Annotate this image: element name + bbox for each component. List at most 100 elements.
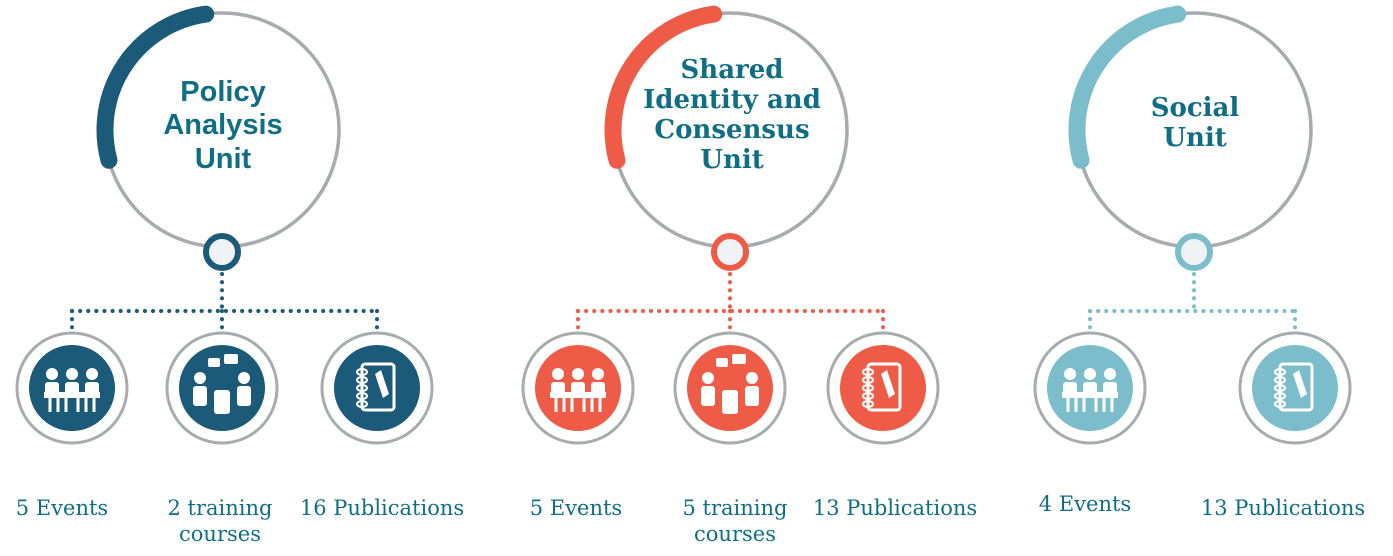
icon-disc [177, 343, 267, 433]
training-icon [673, 331, 787, 445]
table-shape [722, 390, 738, 414]
table-shape [1062, 392, 1118, 398]
table-leg [1082, 398, 1086, 412]
person-body [591, 382, 605, 394]
stat-events-policy: 5 Events [15, 496, 109, 520]
accent-arc [1068, 5, 1187, 169]
person-body [1083, 382, 1097, 394]
spiral-ring [356, 400, 368, 408]
person-head [572, 368, 584, 380]
speech-bubble [208, 358, 220, 367]
speech-bubble [732, 354, 746, 364]
pen-shape [375, 370, 389, 398]
person-head [194, 372, 206, 384]
spiral-ring [862, 384, 874, 392]
pen-shape [881, 370, 895, 398]
spiral-ring [862, 400, 874, 408]
unit-group [1033, 5, 1352, 445]
notebook-outline [360, 362, 396, 412]
person-head [746, 372, 758, 384]
unit-group [15, 5, 434, 445]
spiral-ring [356, 392, 368, 400]
person-head [592, 368, 604, 380]
pen-shape [1293, 370, 1307, 398]
connector-node [711, 233, 749, 271]
table-leg [1094, 398, 1098, 412]
table-leg [92, 398, 96, 412]
stat-training-policy: 2 training courses [167, 496, 273, 546]
spiral-ring [1274, 368, 1286, 376]
table-leg [562, 398, 566, 412]
spiral-ring [1274, 392, 1286, 400]
person-body [1063, 382, 1077, 394]
person-body [745, 386, 759, 406]
connector-node [1175, 233, 1213, 271]
person-body [193, 386, 207, 406]
notebook-outline [866, 362, 902, 412]
person-head [66, 368, 78, 380]
meeting-icon [521, 331, 635, 445]
table-leg [84, 398, 88, 412]
table-leg [76, 398, 80, 412]
spiral-ring [1274, 384, 1286, 392]
table-shape [44, 392, 100, 398]
person-body [45, 382, 59, 394]
spiral-ring [862, 392, 874, 400]
person-head [238, 372, 250, 384]
table-leg [582, 398, 586, 412]
spiral-ring [356, 376, 368, 384]
icon-disc [1250, 343, 1340, 433]
icon-disc [685, 343, 775, 433]
person-body [571, 382, 585, 394]
accent-arc [604, 5, 723, 169]
speech-bubble [224, 354, 238, 364]
table-leg [570, 398, 574, 412]
unit-group [521, 5, 940, 445]
person-head [702, 372, 714, 384]
spiral-ring [356, 384, 368, 392]
spiral-ring [862, 368, 874, 376]
stat-training-shared: 5 training courses [682, 496, 788, 546]
stat-publications-shared: 13 Publications [812, 496, 978, 520]
table-leg [56, 398, 60, 412]
accent-arc [96, 5, 215, 169]
person-head [86, 368, 98, 380]
person-body [65, 382, 79, 394]
table-shape [550, 392, 606, 398]
person-body [1103, 382, 1117, 394]
meeting-icon [15, 331, 129, 445]
person-body [237, 386, 251, 406]
unit-title-shared-identity: Shared Identity and Consensus Unit [643, 55, 821, 175]
person-body [85, 382, 99, 394]
notebook-outline [1278, 362, 1314, 412]
person-body [551, 382, 565, 394]
spiral-ring [356, 368, 368, 376]
training-icon [165, 331, 279, 445]
person-head [1064, 368, 1076, 380]
speech-bubble [716, 358, 728, 367]
spiral-ring [862, 376, 874, 384]
person-head [1084, 368, 1096, 380]
icon-disc [332, 343, 422, 433]
stat-events-social: 4 Events [1038, 492, 1132, 516]
spiral-ring [1274, 400, 1286, 408]
stat-events-shared: 5 Events [529, 496, 623, 520]
unit-title-social: Social Unit [1150, 93, 1240, 153]
table-leg [598, 398, 602, 412]
table-leg [1102, 398, 1106, 412]
spiral-ring [1274, 376, 1286, 384]
table-leg [590, 398, 594, 412]
publication-icon [826, 331, 940, 445]
table-shape [214, 390, 230, 414]
meeting-icon [1033, 331, 1147, 445]
table-leg [64, 398, 68, 412]
publication-icon [1238, 331, 1352, 445]
table-leg [1066, 398, 1070, 412]
table-leg [48, 398, 52, 412]
table-leg [1110, 398, 1114, 412]
icon-disc [838, 343, 928, 433]
person-head [552, 368, 564, 380]
table-leg [1074, 398, 1078, 412]
